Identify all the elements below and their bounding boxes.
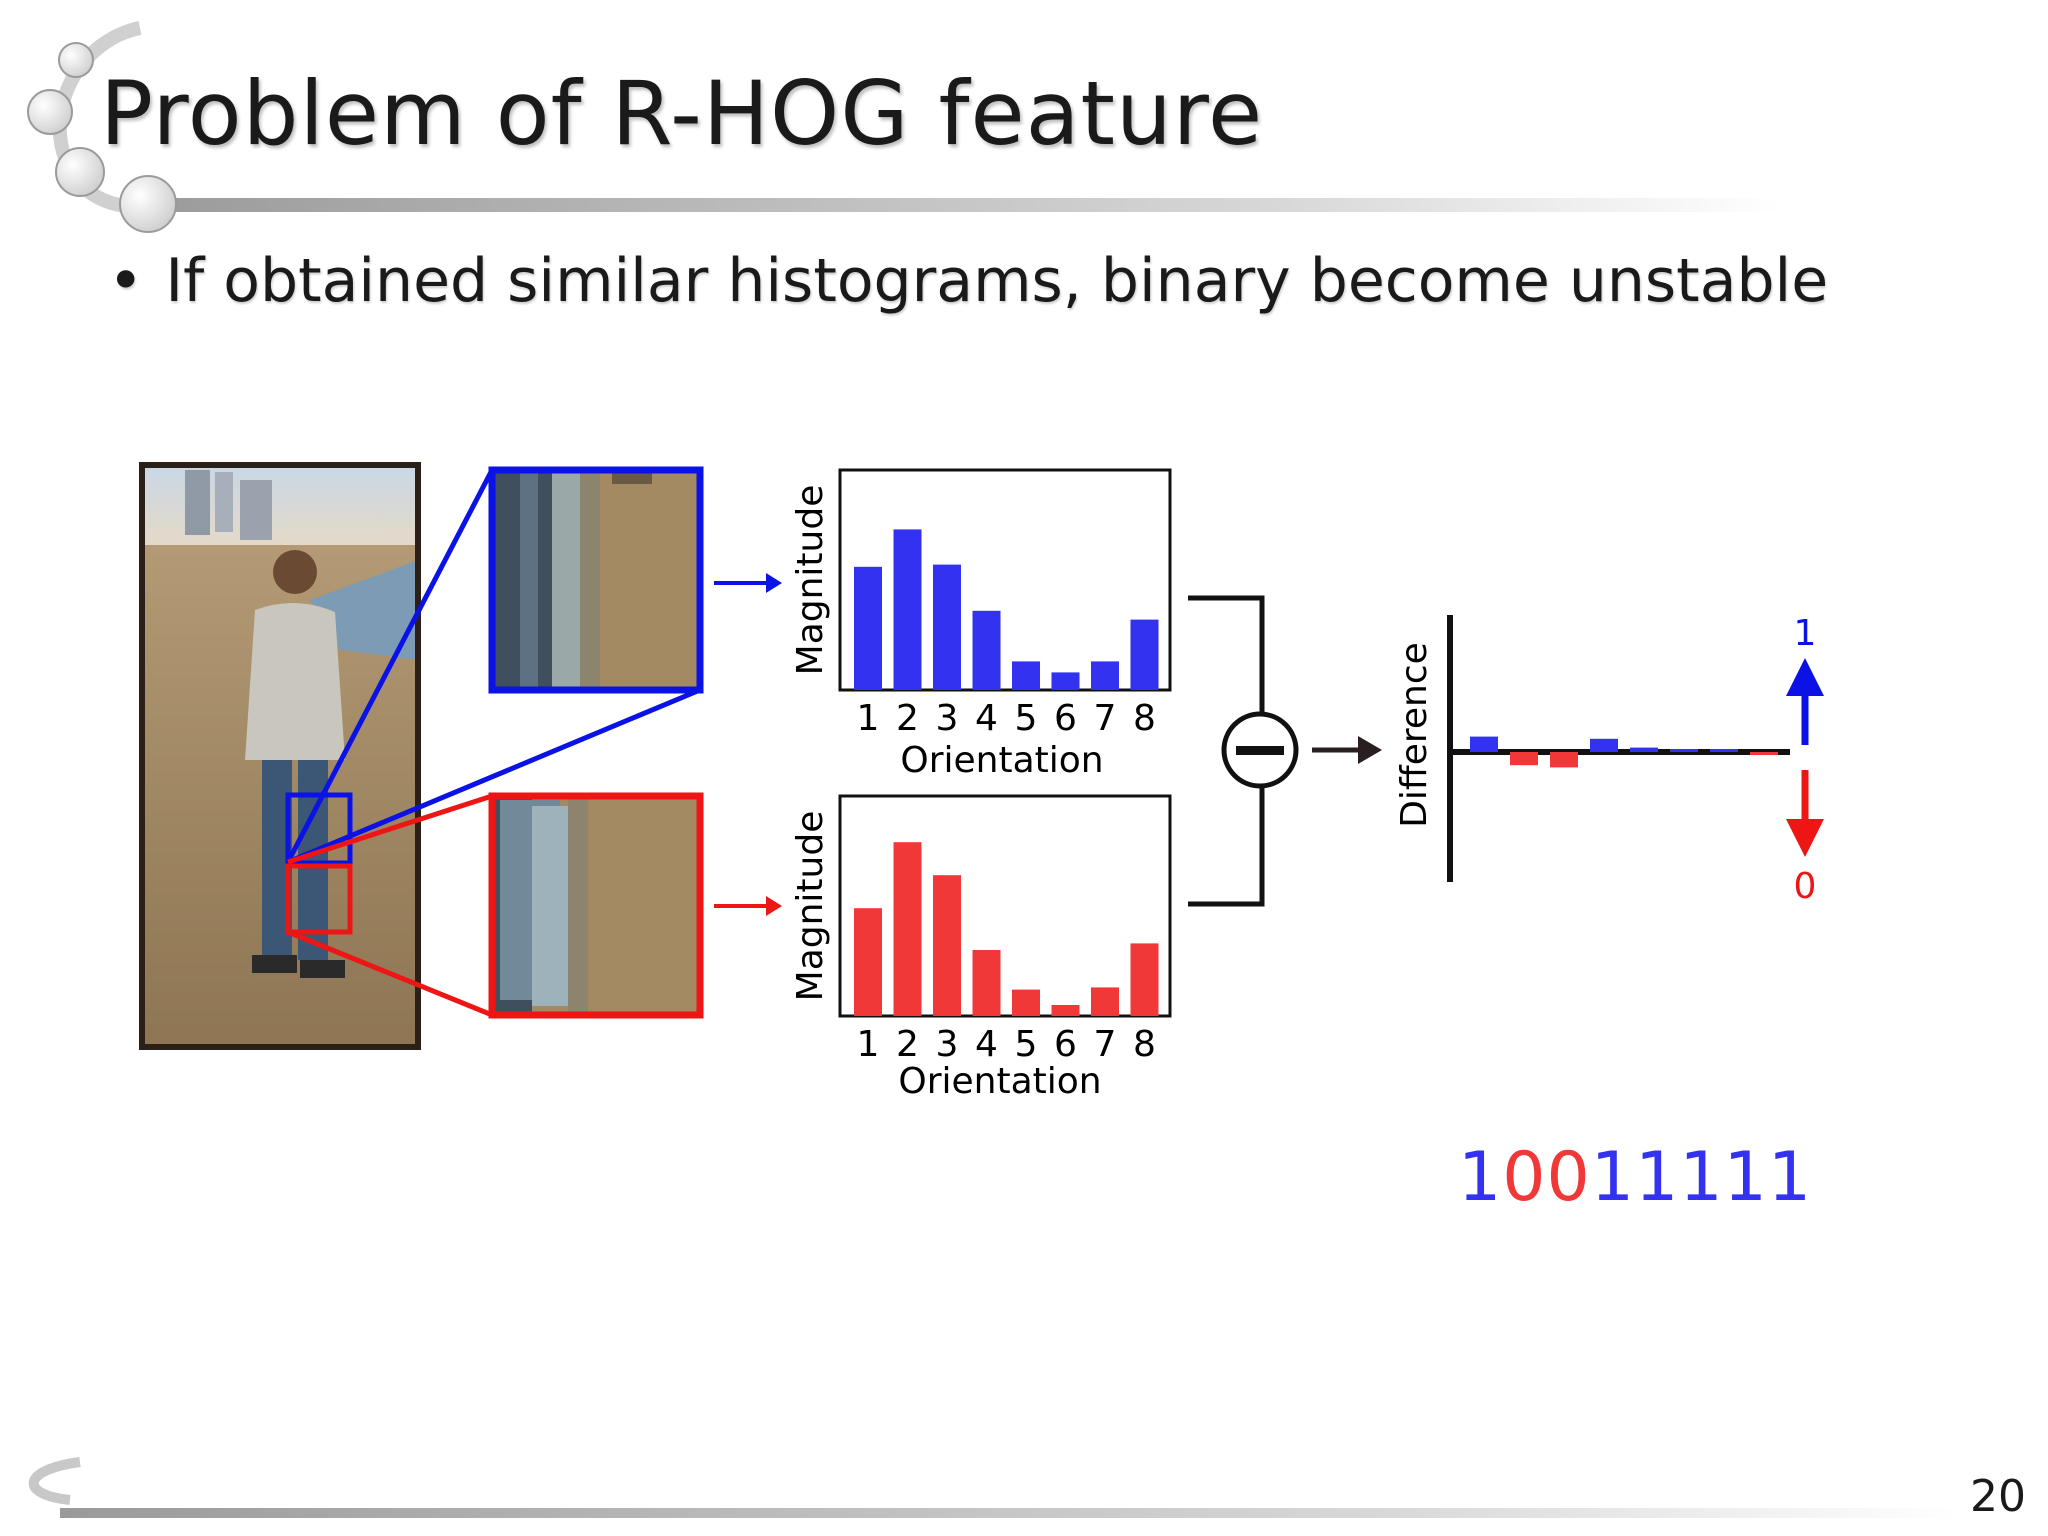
difference-bar-4: [1590, 738, 1618, 752]
difference-bar-1: [1470, 736, 1498, 752]
bottom-histogram-bar-5: [1012, 989, 1040, 1016]
decorative-swoosh: [27, 21, 1780, 233]
binary-digit-6: 1: [1679, 1138, 1723, 1217]
binary-digit-8: 1: [1768, 1138, 1812, 1217]
binary-digit-4: 1: [1591, 1138, 1635, 1217]
top-histogram-tick-3: 3: [936, 698, 959, 739]
bottom-histogram-tick-1: 1: [857, 1024, 880, 1065]
top-histogram-bar-8: [1130, 619, 1159, 690]
binary-digit-2: 0: [1502, 1138, 1546, 1217]
minus-icon: [1221, 711, 1299, 789]
binary-digit-3: 0: [1547, 1138, 1591, 1217]
bullet-text: If obtained similar histograms, binary b…: [165, 246, 1829, 316]
bottom-histogram-tick-6: 6: [1054, 1024, 1077, 1065]
bottom-histogram-bar-4: [972, 950, 1001, 1016]
bottom-histogram-bar-6: [1051, 1005, 1080, 1016]
zoomed-red-cell: [488, 792, 704, 1019]
up-label: 1: [1794, 613, 1817, 654]
top-histogram-ylabel: Magnitude: [790, 485, 831, 676]
binary-digit-1: 1: [1458, 1138, 1502, 1217]
binary-code: 10011111: [1458, 1138, 1812, 1217]
bottom-swoosh: [28, 1457, 1960, 1518]
bottom-histogram-frame: [838, 794, 1172, 1018]
bottom-histogram-bar-8: [1130, 943, 1159, 1016]
title-rule: [130, 198, 1780, 212]
top-histogram-bars: [854, 529, 1159, 690]
bottom-histogram-tick-8: 8: [1133, 1024, 1156, 1065]
up-arrow-icon: [1786, 658, 1824, 745]
bullet-item: • If obtained similar histograms, binary …: [108, 246, 1828, 316]
arrow-to-top-histogram: [714, 573, 782, 593]
red-connector-bottom: [287, 929, 493, 1018]
top-histogram-tick-8: 8: [1133, 698, 1156, 739]
bottom-histogram-ylabel: Magnitude: [790, 811, 831, 1002]
bottom-histogram-tick-7: 7: [1094, 1024, 1117, 1065]
top-histogram-tick-7: 7: [1094, 698, 1117, 739]
top-histogram-bar-4: [972, 610, 1001, 690]
pedestrian-photo: [139, 462, 421, 1050]
down-arrow-icon: [1786, 770, 1824, 857]
blue-connector-bottom: [287, 687, 701, 865]
slide-number: 20: [1970, 1471, 2026, 1522]
bottom-histogram-bar-7: [1091, 987, 1119, 1016]
zoomed-blue-cell: [488, 466, 704, 694]
bottom-histogram-tick-2: 2: [896, 1024, 919, 1065]
difference-bars: [1470, 736, 1778, 768]
top-histogram-bar-7: [1091, 661, 1119, 690]
top-histogram-bar-6: [1051, 672, 1080, 690]
top-histogram-bar-3: [933, 564, 961, 690]
bottom-histogram-tick-5: 5: [1015, 1024, 1038, 1065]
difference-bar-5: [1630, 747, 1658, 752]
top-histogram-tick-4: 4: [975, 698, 998, 739]
difference-bar-2: [1510, 752, 1538, 766]
bottom-histogram-tick-3: 3: [936, 1024, 959, 1065]
top-histogram-bar-1: [854, 566, 882, 690]
binary-digit-7: 1: [1724, 1138, 1768, 1217]
small-blue-cell-box: [285, 792, 353, 866]
difference-bar-8: [1750, 752, 1778, 755]
bottom-histogram-bar-3: [933, 875, 961, 1016]
top-histogram-frame: [838, 468, 1172, 692]
top-histogram-tick-5: 5: [1015, 698, 1038, 739]
top-histogram-tick-2: 2: [896, 698, 919, 739]
bottom-histogram-xlabel: Orientation: [898, 1061, 1101, 1102]
bottom-histogram-bar-1: [854, 908, 882, 1016]
arrow-to-bottom-histogram: [714, 896, 782, 916]
top-histogram-bar-2: [893, 529, 922, 690]
top-histogram-bar-5: [1012, 661, 1040, 690]
bottom-histogram-tick-4: 4: [975, 1024, 998, 1065]
difference-bar-3: [1550, 752, 1578, 768]
slide-title: Problem of R-HOG feature: [100, 62, 1264, 165]
top-histogram-tick-1: 1: [857, 698, 880, 739]
bullet-dot: •: [108, 246, 144, 316]
top-histogram-xlabel: Orientation: [900, 740, 1103, 781]
small-red-cell-box: [285, 863, 353, 935]
bottom-histogram-bar-2: [893, 842, 922, 1016]
bottom-histogram-bars: [854, 842, 1159, 1016]
difference-bar-7: [1710, 749, 1738, 752]
down-label: 0: [1794, 866, 1817, 907]
binary-digit-5: 1: [1635, 1138, 1679, 1217]
arrow-to-difference: [1312, 736, 1382, 764]
top-histogram-tick-6: 6: [1054, 698, 1077, 739]
blue-connector-top: [285, 468, 495, 864]
difference-ylabel: Difference: [1394, 642, 1435, 828]
red-connector-top: [287, 793, 493, 865]
difference-bar-6: [1670, 749, 1698, 752]
